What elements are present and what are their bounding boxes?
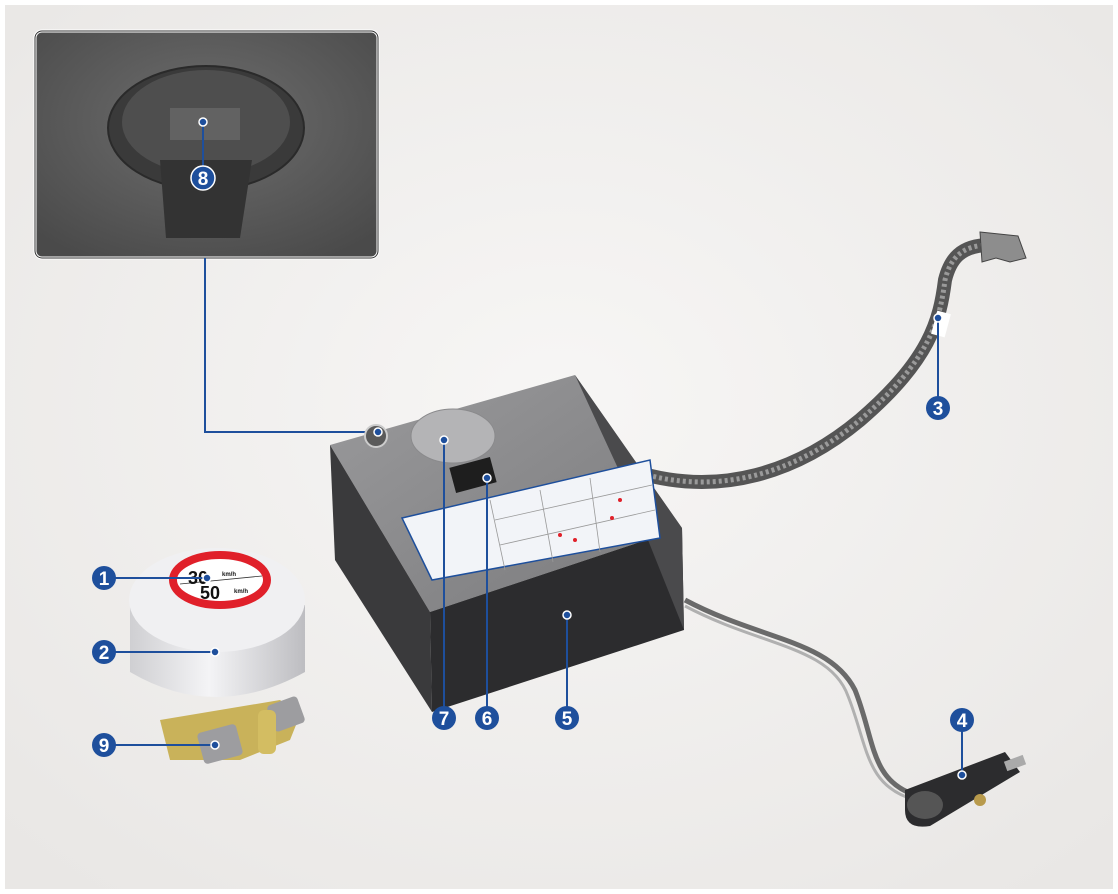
inset-leader-line <box>204 258 378 433</box>
power-cable <box>683 597 916 802</box>
deflation-button-detail-inset <box>33 29 380 260</box>
callout-badge-3: 3 <box>926 396 950 420</box>
svg-text:9: 9 <box>99 736 110 757</box>
callout-badge-9: 9 <box>92 733 116 757</box>
callout-badge-1: 1 <box>92 566 116 590</box>
callout-leader-lines <box>104 122 963 775</box>
compressor <box>330 375 684 712</box>
compressor-side <box>330 445 432 712</box>
speed-bottom-unit: km/h <box>234 589 248 595</box>
svg-text:3: 3 <box>933 399 944 420</box>
callout-badge-8: 8 <box>190 165 216 191</box>
svg-text:1: 1 <box>99 569 110 590</box>
air-hose <box>623 231 1027 489</box>
callout-target-dots <box>198 117 967 780</box>
svg-text:4: 4 <box>957 711 968 732</box>
callout-badge-5: 5 <box>555 706 579 730</box>
compressor-front <box>430 528 684 712</box>
callout-badge-6: 6 <box>475 706 499 730</box>
callout-badge-4: 4 <box>950 708 974 732</box>
hose-valve-chuck <box>979 231 1027 263</box>
power-plug <box>905 752 1027 827</box>
svg-text:6: 6 <box>482 709 493 730</box>
instruction-label <box>400 459 661 581</box>
callout-badge-7: 7 <box>432 706 456 730</box>
svg-text:2: 2 <box>99 643 110 664</box>
valve-connector <box>197 724 243 764</box>
sealant-bottle: 30 km/h 50 km/h <box>129 548 305 764</box>
speed-bottom-value: 50 <box>200 583 220 603</box>
svg-text:5: 5 <box>562 709 573 730</box>
svg-text:8: 8 <box>198 169 209 190</box>
speed-top-unit: km/h <box>222 572 236 578</box>
callout-badge-2: 2 <box>92 640 116 664</box>
on-off-switch <box>449 457 497 493</box>
svg-text:7: 7 <box>439 709 450 730</box>
pressure-gauge <box>410 408 496 464</box>
button-stem <box>160 160 252 238</box>
